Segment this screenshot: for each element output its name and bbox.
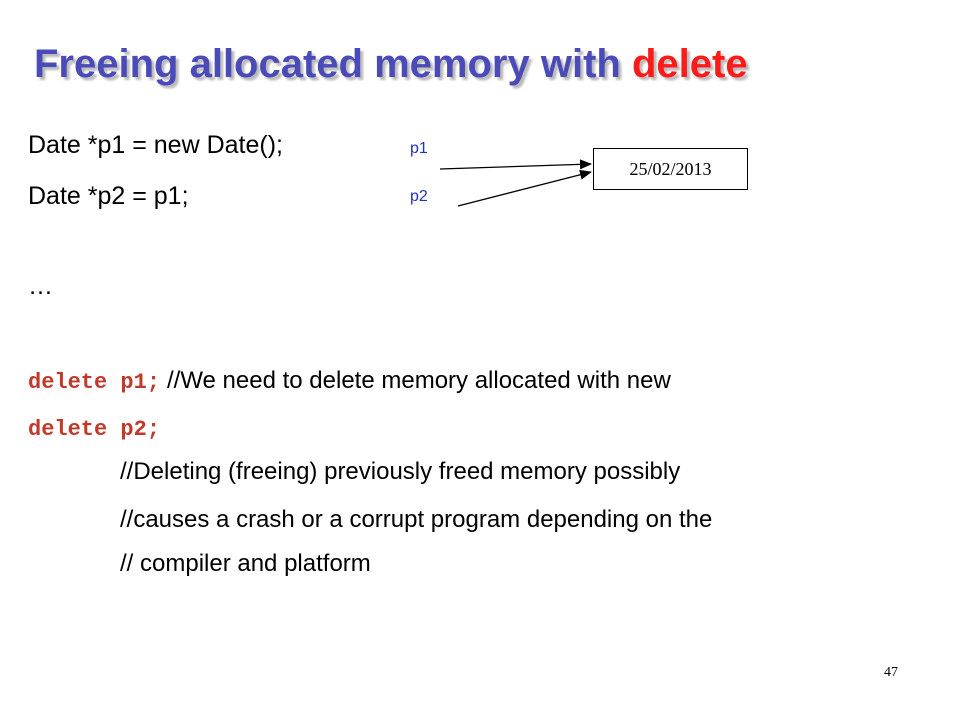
code-line-new-date: Date *p1 = new Date(); [28, 131, 283, 159]
delete-p2-statement: delete p2; [28, 417, 161, 442]
comment-line-3: // compiler and platform [120, 550, 371, 577]
arrow-p1-to-object [439, 159, 592, 170]
title-text: Freeing allocated memory with [34, 42, 621, 86]
page-number: 47 [884, 665, 898, 680]
date-object-box: 25/02/2013 [593, 148, 748, 190]
delete-p1-comment: //We need to delete memory allocated wit… [166, 367, 671, 394]
arrow-p2-to-object [457, 169, 592, 207]
delete-p1-statement: delete p1; [28, 370, 161, 395]
pointer-label-p1: p1 [410, 140, 428, 157]
code-line-delete-p1: delete p1; //We need to delete memory al… [28, 368, 671, 394]
comment-line-1: //Deleting (freeing) previously freed me… [120, 458, 681, 485]
code-ellipsis: … [28, 272, 53, 300]
date-object-value: 25/02/2013 [629, 158, 712, 179]
code-line-assign-pointer: Date *p2 = p1; [28, 182, 189, 210]
code-line-delete-p2: delete p2; [28, 415, 160, 441]
pointer-label-p2: p2 [410, 188, 428, 205]
title-accent-keyword: delete [631, 42, 748, 86]
slide-title: Freeing allocated memory with delete [34, 44, 748, 84]
comment-line-2: //causes a crash or a corrupt program de… [120, 506, 713, 533]
